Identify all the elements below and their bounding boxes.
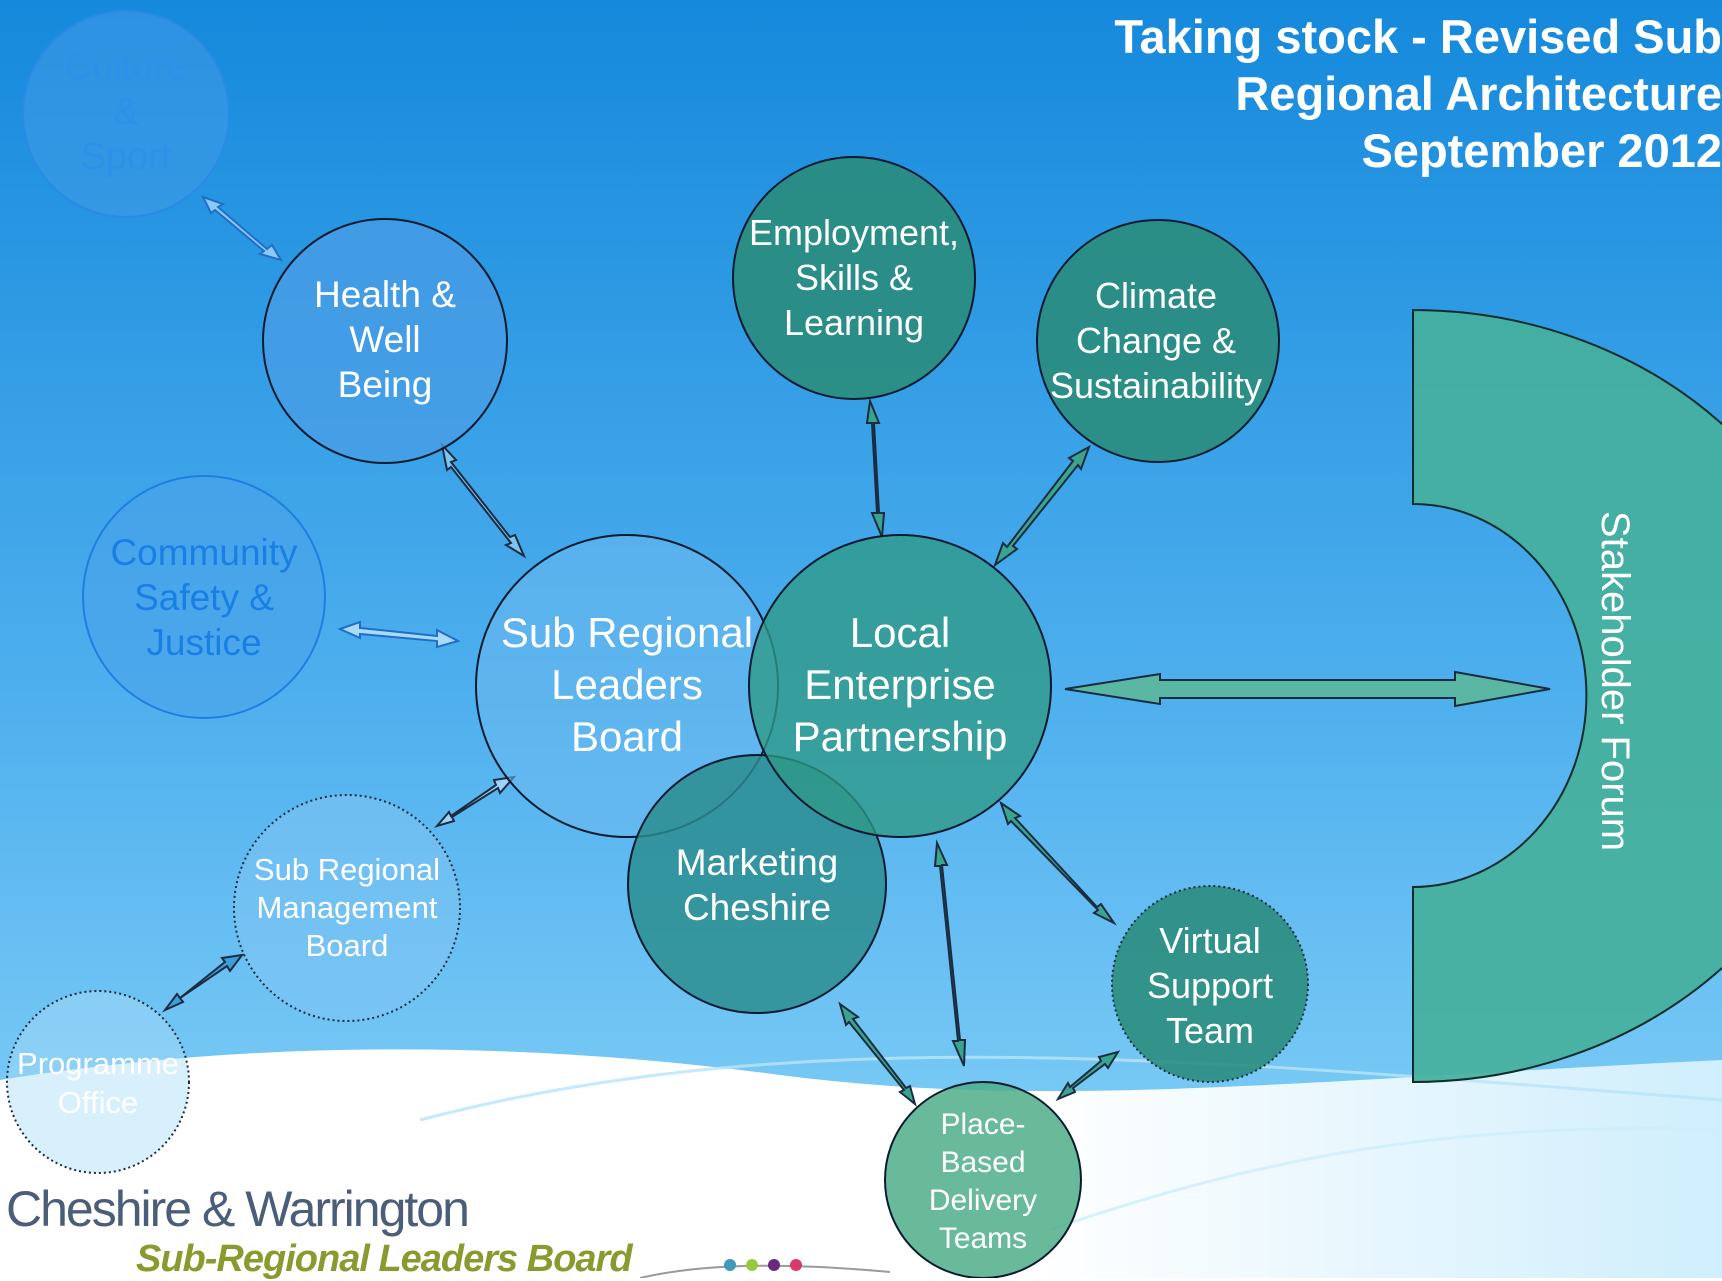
climate-node[interactable] bbox=[1036, 219, 1280, 463]
connector-marketing-place bbox=[838, 1001, 917, 1107]
stakeholder-forum-shape[interactable] bbox=[1412, 308, 1722, 1084]
logo-swoosh bbox=[639, 1259, 891, 1278]
connector-climate-lep bbox=[992, 444, 1091, 568]
connector-culture-health bbox=[201, 195, 284, 262]
background-wave bbox=[0, 1049, 1722, 1278]
connector-virtual-place bbox=[1055, 1050, 1121, 1102]
title-line: September 2012 bbox=[1361, 124, 1722, 177]
title-line: Regional Architecture bbox=[1235, 67, 1722, 120]
connector-health-srlb bbox=[440, 441, 527, 559]
employment-node[interactable] bbox=[732, 156, 976, 400]
title-line: Taking stock - Revised Sub bbox=[1114, 10, 1722, 63]
lep-node[interactable] bbox=[748, 534, 1052, 838]
virtual-node[interactable] bbox=[1111, 885, 1309, 1083]
logo-subtitle: Sub-Regional Leaders Board bbox=[136, 1238, 633, 1280]
logo-title: Cheshire & Warrington bbox=[6, 1181, 470, 1237]
background-wave-line bbox=[1049, 1126, 1722, 1232]
culture-sport-node[interactable] bbox=[22, 10, 230, 218]
community-node[interactable] bbox=[82, 475, 326, 719]
place-node[interactable] bbox=[884, 1081, 1082, 1278]
connector-lep-place bbox=[933, 839, 967, 1067]
connector-srlb-srmb bbox=[434, 775, 517, 828]
marketing-node[interactable] bbox=[627, 754, 887, 1014]
srmb-node[interactable] bbox=[233, 794, 461, 1022]
connector-lep-stakeholder bbox=[1064, 670, 1551, 708]
connector-srmb-programme bbox=[161, 953, 245, 1013]
connector-lep-virtual bbox=[999, 800, 1118, 926]
health-node[interactable] bbox=[262, 218, 508, 464]
connector-community-srlb bbox=[337, 620, 461, 649]
programme-node[interactable] bbox=[6, 990, 190, 1174]
background-wave-line bbox=[419, 1055, 1722, 1122]
page-title: Taking stock - Revised Sub Regional Arch… bbox=[1114, 8, 1722, 179]
